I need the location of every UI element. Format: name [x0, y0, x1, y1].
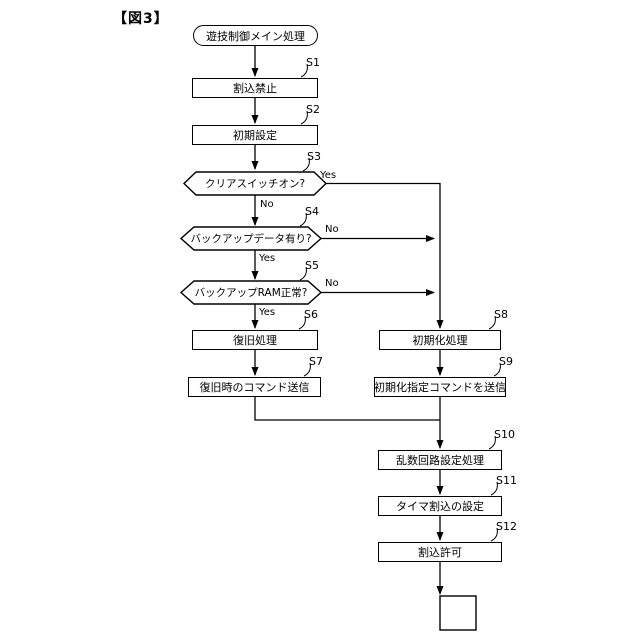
branch-label-s4-yes: Yes — [259, 253, 276, 264]
decision-shape-s4 — [179, 226, 323, 251]
process-s12-label: 割込許可 — [418, 546, 462, 559]
process-s10: 乱数回路設定処理 — [378, 450, 502, 470]
step-label-s8: S8 — [494, 308, 508, 321]
process-s12: 割込許可 — [378, 542, 502, 562]
process-s7: 復旧時のコマンド送信 — [188, 377, 321, 397]
decision-shape-s3 — [182, 171, 328, 196]
process-s7-label: 復旧時のコマンド送信 — [199, 381, 310, 394]
process-s11: タイマ割込の設定 — [378, 496, 502, 516]
process-s8-label: 初期化処理 — [412, 334, 468, 347]
decision-shape-s5 — [179, 280, 323, 305]
process-s6-label: 復旧処理 — [233, 334, 277, 347]
process-s9-label: 初期化指定コマンドを送信 — [374, 381, 506, 394]
branch-label-s5-no: No — [325, 278, 339, 289]
figure-title: 【図3】 — [113, 11, 169, 27]
loop-box — [439, 595, 477, 631]
step-label-s11: S11 — [496, 474, 517, 487]
start-terminal: 遊技制御メイン処理 — [193, 25, 318, 46]
process-s9: 初期化指定コマンドを送信 — [374, 377, 506, 397]
step-label-s2: S2 — [306, 103, 320, 116]
step-label-s10: S10 — [494, 428, 515, 441]
process-s10-label: 乱数回路設定処理 — [396, 454, 484, 467]
process-s2-label: 初期設定 — [233, 129, 277, 142]
step-label-s5: S5 — [305, 259, 319, 272]
process-s1-label: 割込禁止 — [233, 82, 277, 95]
process-s2: 初期設定 — [192, 125, 318, 145]
step-label-s1: S1 — [306, 56, 320, 69]
process-s1: 割込禁止 — [192, 78, 318, 98]
step-label-s12: S12 — [496, 520, 517, 533]
branch-label-s5-yes: Yes — [259, 307, 276, 318]
process-s11-label: タイマ割込の設定 — [396, 500, 484, 513]
process-s6: 復旧処理 — [192, 330, 318, 350]
process-s8: 初期化処理 — [379, 330, 501, 350]
step-label-s9: S9 — [499, 355, 513, 368]
decision-shapes — [179, 171, 328, 305]
step-label-s7: S7 — [309, 355, 323, 368]
branch-label-s3-no: No — [260, 199, 274, 210]
branch-label-s3-yes: Yes — [320, 170, 337, 181]
step-label-s6: S6 — [304, 308, 318, 321]
start-terminal-label: 遊技制御メイン処理 — [206, 29, 305, 43]
flow-lines — [251, 46, 444, 595]
step-label-s3: S3 — [307, 150, 321, 163]
branch-label-s4-no: No — [325, 224, 339, 235]
step-leader-ticks — [298, 63, 501, 542]
step-label-s4: S4 — [305, 205, 319, 218]
